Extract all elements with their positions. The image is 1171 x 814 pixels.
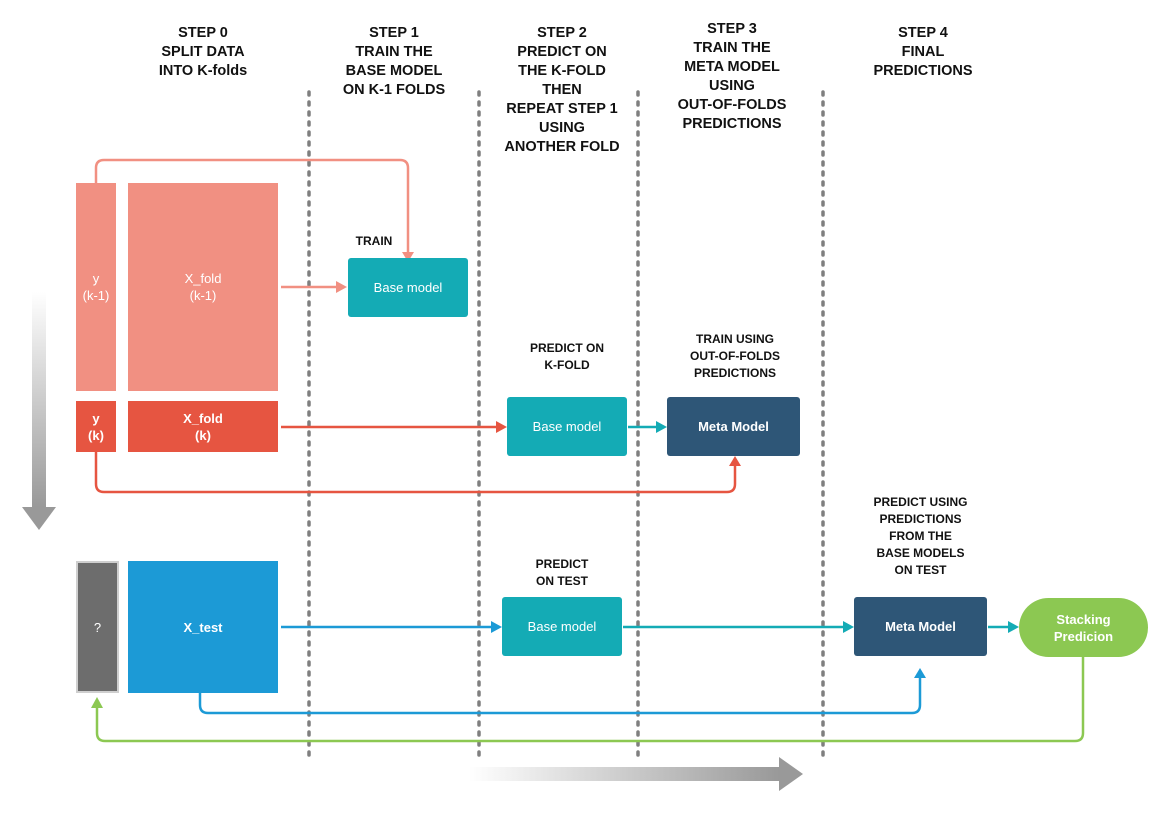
arrow-base-to-meta-2 (623, 621, 854, 633)
x-fold-k1-block: X_fold (k-1) (128, 183, 278, 391)
base-model-predict-test: Base model (502, 597, 622, 656)
arrow-base-to-meta (628, 421, 667, 433)
arrow-yk-to-meta (94, 452, 741, 494)
predict-base-annotation: PREDICT USING PREDICTIONS FROM THE BASE … (873, 495, 968, 577)
step-1-header: STEP 1 TRAIN THE BASE MODEL ON K-1 FOLDS (342, 25, 446, 98)
arrow-stacking-to-unknown (91, 657, 1085, 743)
step-4-header: STEP 4 FINAL PREDICTIONS (873, 25, 973, 79)
predict-test-annotation: PREDICT ON TEST (535, 557, 589, 588)
arrow-train-loop (94, 158, 414, 262)
meta-model-train: Meta Model (667, 397, 800, 456)
y-k-block: y (k) (76, 401, 116, 452)
arrow-xtest-to-meta-loop (198, 668, 926, 715)
predict-kfold-annotation: PREDICT ON K-FOLD (529, 341, 604, 372)
vertical-progress-arrow (22, 292, 56, 530)
arrow-xfold-k1-to-base (281, 281, 347, 293)
arrow-xtest-to-base (281, 621, 502, 633)
stacking-prediction: Stacking Predicion (1019, 598, 1148, 657)
train-annotation: TRAIN (355, 234, 393, 248)
x-test-block: X_test (128, 561, 278, 693)
meta-model-predict: Meta Model (854, 597, 987, 656)
x-fold-k-block: X_fold (k) (128, 401, 278, 452)
y-k1-block: y (k-1) (76, 183, 116, 391)
base-model-train: Base model (348, 258, 468, 317)
unknown-target-block: ? (76, 561, 119, 693)
train-oof-annotation: TRAIN USING OUT-OF-FOLDS PREDICTIONS (690, 332, 780, 380)
base-model-predict-fold: Base model (507, 397, 627, 456)
step-2-header: STEP 2 PREDICT ON THE K-FOLD THEN REPEAT… (504, 25, 620, 155)
step-3-header: STEP 3 TRAIN THE META MODEL USING OUT-OF… (677, 21, 787, 132)
step-0-header: STEP 0 SPLIT DATA INTO K-folds (158, 25, 248, 79)
arrow-meta-to-stacking (988, 621, 1019, 633)
horizontal-progress-arrow (469, 757, 803, 791)
arrow-xfold-k-to-base (281, 421, 507, 433)
